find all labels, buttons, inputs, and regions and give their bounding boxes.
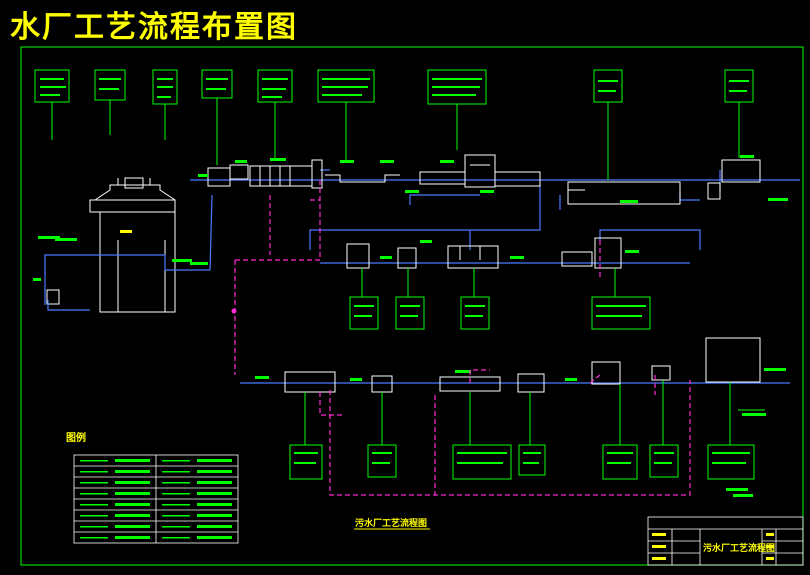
title-block-name: 污水厂工艺流程图 bbox=[703, 542, 775, 554]
drawing-frame bbox=[20, 46, 804, 566]
diagram-caption: 污水厂工艺流程图 bbox=[355, 517, 427, 529]
title-block bbox=[647, 516, 804, 566]
middle-line bbox=[320, 229, 701, 330]
drawing-title: 水厂工艺流程布置图 bbox=[10, 10, 298, 45]
process-callouts-top bbox=[34, 69, 754, 180]
pretreatment-units bbox=[207, 154, 761, 205]
sludge-node bbox=[231, 308, 237, 314]
legend-title: 图例 bbox=[66, 431, 86, 444]
lower-line bbox=[240, 337, 790, 497]
legend-entries bbox=[80, 459, 232, 539]
callout-text-marks-top bbox=[40, 78, 788, 203]
legend-table bbox=[73, 454, 239, 544]
intake-structure bbox=[46, 177, 176, 313]
sludge-lines bbox=[234, 180, 691, 496]
title-block-marks bbox=[652, 533, 774, 560]
intake-labels bbox=[33, 230, 208, 281]
